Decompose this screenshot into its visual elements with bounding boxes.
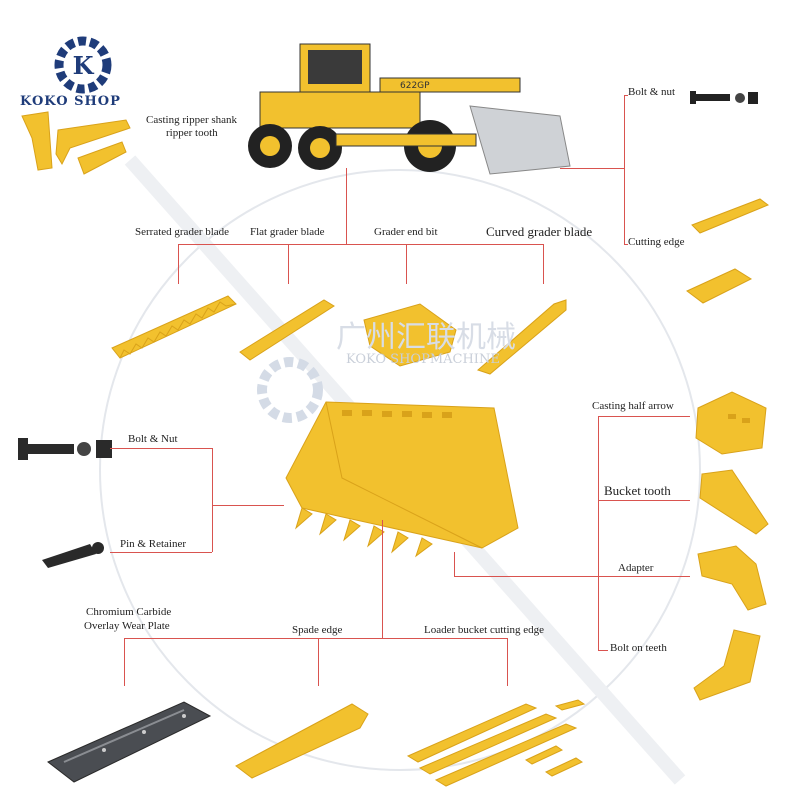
koko-gear-logo-icon: K: [54, 36, 112, 94]
cutting-edge-image-2: [686, 268, 753, 304]
connector-line: [212, 448, 213, 552]
connector-line: [124, 638, 508, 639]
ripper-parts-image: [21, 111, 131, 175]
connector-line: [406, 244, 407, 284]
connector-line: [178, 244, 544, 245]
connector-line: [212, 505, 284, 506]
connector-line: [318, 638, 319, 686]
connector-line: [543, 244, 544, 284]
pin-retainer-image: [42, 542, 104, 568]
connector-line: [624, 95, 625, 245]
bolt-nut-top-label: Bolt & nut: [628, 86, 676, 98]
brand-name: KOKO SHOP: [20, 94, 121, 109]
pin-retainer-label: Pin & Retainer: [120, 538, 186, 550]
connector-line: [454, 576, 598, 577]
watermark-cn: 广州汇联机械: [336, 320, 516, 355]
motor-grader-image: 622GP: [248, 43, 571, 175]
bolt-nut-left-image: [18, 438, 112, 460]
connector-line: [624, 244, 628, 245]
ripper-label-line1: Casting ripper shank: [146, 114, 238, 126]
connector-line: [124, 638, 125, 686]
bucket-tooth-image: [699, 469, 769, 535]
watermark-en: KOKO SHOPMACHINE: [346, 352, 500, 367]
bolt-nut-top-image: [690, 91, 758, 104]
loader-bucket-image: [285, 401, 519, 558]
bolt-nut-left-label: Bolt & Nut: [128, 433, 178, 445]
bolt-on-teeth-image: [693, 629, 761, 701]
connector-line: [382, 520, 383, 638]
adapter-image: [697, 545, 767, 611]
wear-plate-label-line2: Overlay Wear Plate: [84, 620, 170, 632]
loader-edge-image: [406, 699, 586, 787]
bucket-tooth-label: Bucket tooth: [604, 483, 671, 498]
connector-line: [454, 552, 455, 576]
connector-line: [560, 168, 624, 169]
end-bit-label: Grader end bit: [374, 226, 438, 238]
casting-half-arrow-label: Casting half arrow: [592, 400, 674, 412]
connector-line: [598, 576, 690, 577]
connector-line: [178, 244, 179, 284]
wear-plate-label-line1: Chromium Carbide: [86, 606, 172, 618]
connector-line: [624, 95, 628, 96]
flat-blade-image: [239, 299, 335, 361]
ripper-label-line2: ripper tooth: [166, 127, 218, 139]
connector-line: [110, 448, 212, 449]
loader-edge-label: Loader bucket cutting edge: [424, 624, 545, 636]
spade-edge-label: Spade edge: [292, 624, 343, 636]
grader-model-text: 622GP: [400, 81, 430, 91]
adapter-label: Adapter: [618, 562, 654, 574]
svg-text:K: K: [73, 51, 95, 80]
serrated-blade-image: [111, 295, 237, 359]
curved-blade-label: Curved grader blade: [486, 224, 593, 239]
connector-line: [598, 416, 690, 417]
flat-blade-label: Flat grader blade: [250, 226, 325, 238]
serrated-blade-label: Serrated grader blade: [135, 226, 230, 238]
connector-line: [598, 500, 690, 501]
connector-line: [346, 168, 347, 244]
end-bit-image: [363, 303, 457, 367]
wear-plate-image: [47, 701, 212, 783]
bolt-on-teeth-label: Bolt on teeth: [610, 642, 667, 654]
connector-line: [598, 650, 608, 651]
cutting-edge-label: Cutting edge: [628, 236, 685, 248]
connector-line: [288, 244, 289, 284]
connector-line: [507, 638, 508, 686]
watermark-gear-icon: [257, 357, 323, 423]
cutting-edge-image-1: [691, 198, 770, 234]
connector-line: [598, 416, 599, 650]
curved-blade-image: [477, 299, 567, 375]
spade-edge-image: [235, 703, 369, 779]
connector-line: [110, 552, 212, 553]
casting-half-arrow-image: [695, 391, 767, 455]
